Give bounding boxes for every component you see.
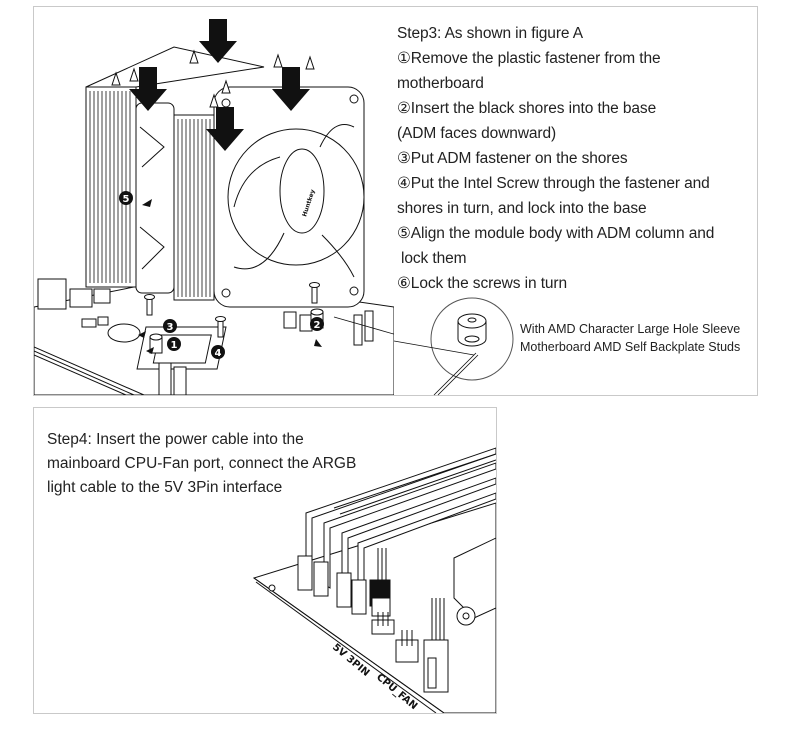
step4-panel: Step4: Insert the power cable into the m… bbox=[33, 407, 497, 714]
step4-instructions: Step4: Insert the power cable into the m… bbox=[47, 431, 357, 496]
heatsink-left bbox=[85, 46, 265, 288]
pointer-arrow-icon bbox=[138, 331, 146, 338]
callout-1: 1 bbox=[167, 337, 181, 351]
step3-panel: Huntkey bbox=[33, 6, 758, 396]
step3-item-6: ⑥Lock the screws in turn bbox=[397, 275, 568, 292]
down-arrow-icon bbox=[272, 67, 310, 111]
callout-4: 4 bbox=[211, 345, 225, 359]
step3-title: Step3: As shown in figure A bbox=[397, 25, 584, 42]
svg-text:5: 5 bbox=[123, 194, 130, 205]
pointer-arrow-icon bbox=[146, 347, 154, 354]
stud-caption: With AMD Character Large Hole Sleeve Mot… bbox=[520, 322, 741, 354]
pointer-arrow-icon bbox=[314, 339, 322, 347]
svg-text:2: 2 bbox=[314, 320, 321, 331]
pointer-arrow-icon bbox=[142, 199, 152, 207]
cpu-fan-plug bbox=[423, 598, 449, 693]
step3-item-2: ②Insert the black shores into the base(A… bbox=[397, 100, 657, 142]
cooler-install-illustration: Huntkey bbox=[34, 19, 394, 395]
down-arrows bbox=[129, 19, 310, 151]
down-arrow-icon bbox=[129, 67, 167, 111]
step3-item-4: ④Put the Intel Screw through the fastene… bbox=[397, 175, 710, 217]
svg-text:4: 4 bbox=[215, 348, 222, 359]
cpu-fan-header bbox=[395, 630, 419, 663]
heatpipe-tips bbox=[111, 49, 315, 108]
motherboard-header-illustration: 5V 3PIN CPU_FAN bbox=[252, 447, 496, 713]
step3-instructions: Step3: As shown in figure A ①Remove the … bbox=[397, 21, 757, 296]
stud-sleeve-icon bbox=[457, 313, 487, 347]
down-arrow-icon bbox=[199, 19, 237, 63]
down-arrow-icon bbox=[206, 107, 244, 151]
heatsink-right bbox=[173, 114, 215, 301]
argb-header bbox=[371, 612, 395, 635]
argb-plug bbox=[369, 548, 391, 617]
callout-5: 5 bbox=[119, 191, 133, 205]
svg-text:3: 3 bbox=[167, 322, 174, 333]
step3-item-3: ③Put ADM fastener on the shores bbox=[397, 150, 628, 167]
callout-3: 3 bbox=[163, 319, 177, 333]
callout-2: 2 bbox=[310, 317, 324, 331]
stud-magnifier bbox=[394, 297, 514, 396]
step3-item-5: ⑤Align the module body with ADM column a… bbox=[397, 225, 715, 267]
cpu-fan: Huntkey bbox=[213, 86, 365, 308]
svg-text:1: 1 bbox=[171, 340, 178, 351]
